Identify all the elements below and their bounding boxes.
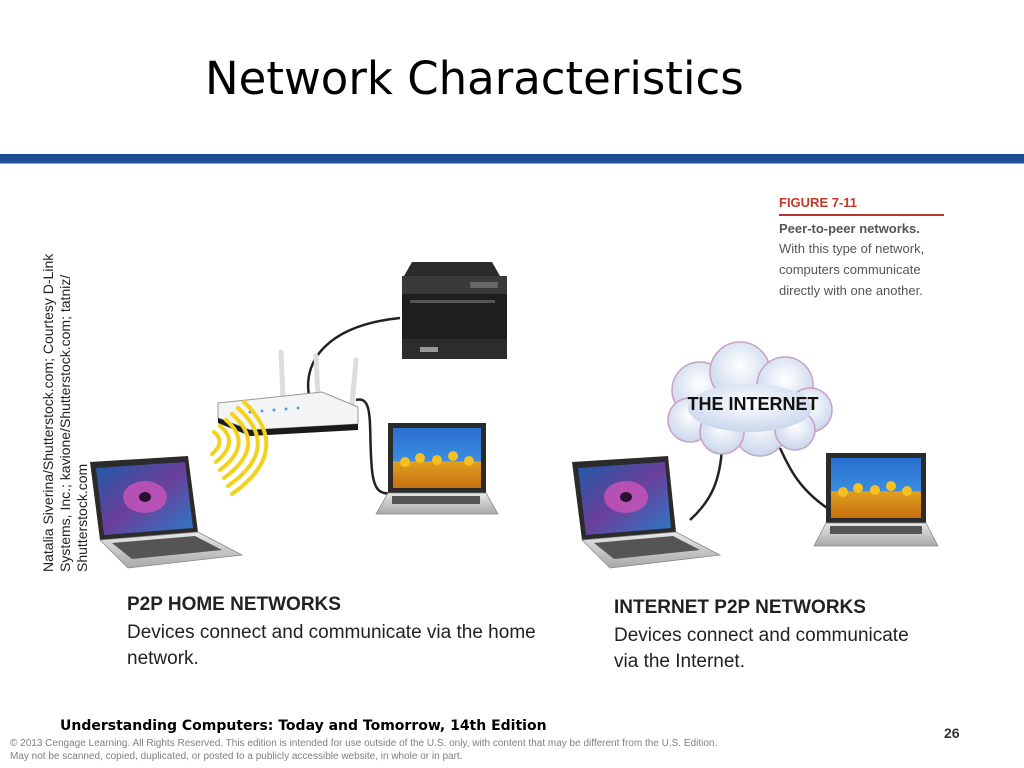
figure-body-line: directly with one another. — [779, 283, 923, 298]
cable-internet-laptop-right — [778, 447, 831, 512]
slide-title: Network Characteristics — [205, 52, 744, 105]
internet-network-description-line: Devices connect and communicate — [614, 625, 909, 646]
footer-book-title: Understanding Computers: Today and Tomor… — [60, 718, 547, 734]
internet-cloud-icon — [667, 341, 833, 457]
page-number: 26 — [944, 725, 960, 741]
figure-rule — [779, 214, 944, 216]
laptop-home-right-icon — [375, 423, 499, 515]
internet-network-description-line: via the Internet. — [614, 651, 745, 672]
figure-body-line: computers communicate — [779, 262, 921, 277]
footer-copyright-line: © 2013 Cengage Learning. All Rights Rese… — [10, 738, 718, 749]
internet-network-text: INTERNET P2P NETWORKS Devices connect an… — [614, 597, 944, 675]
laptop-internet-left-icon — [572, 456, 722, 569]
printer-icon — [402, 262, 507, 359]
cable-router-printer — [306, 316, 401, 401]
internet-network-heading: INTERNET P2P NETWORKS — [614, 597, 866, 618]
laptop-internet-right-icon — [813, 453, 939, 547]
title-divider-bar — [0, 154, 1024, 164]
figure-heading: Peer-to-peer networks. — [779, 221, 920, 236]
figure-caption: FIGURE 7-11 Peer-to-peer networks. With … — [779, 195, 949, 301]
home-network-heading: P2P HOME NETWORKS — [127, 594, 341, 615]
internet-cloud-label: THE INTERNET — [687, 394, 818, 414]
cable-router-laptop — [355, 398, 393, 495]
figure-label: FIGURE 7-11 — [779, 195, 858, 210]
home-network-description-line: network. — [127, 648, 199, 669]
home-network-text: P2P HOME NETWORKS Devices connect and co… — [127, 594, 547, 672]
footer-copyright: © 2013 Cengage Learning. All Rights Rese… — [10, 738, 717, 763]
home-network-description-line: Devices connect and communicate via the … — [127, 622, 536, 643]
footer-copyright-line: May not be scanned, copied, duplicated, … — [10, 750, 463, 762]
cable-internet-laptop-left — [689, 447, 724, 521]
wireless-signal-icon — [210, 400, 269, 496]
laptop-home-left-icon — [90, 456, 244, 569]
router-icon — [217, 349, 359, 436]
figure-body-line: With this type of network, — [779, 241, 925, 256]
